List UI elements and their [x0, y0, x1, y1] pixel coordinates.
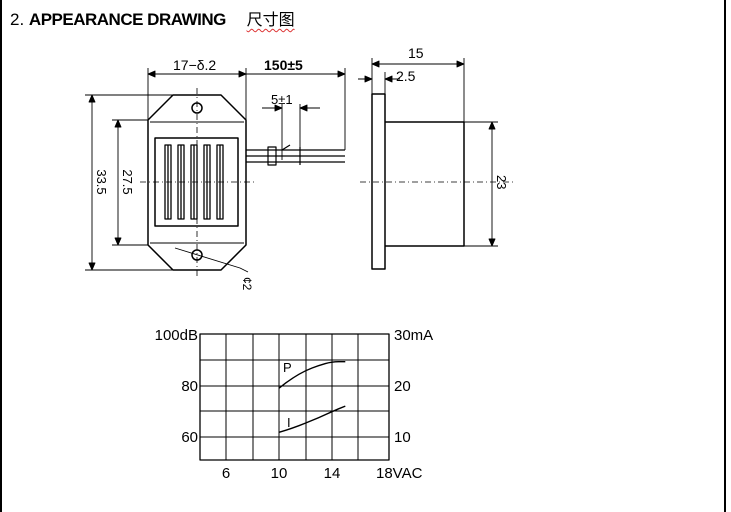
left-axis-tick-0: 100dB [155, 327, 198, 344]
dim-flange-label: 2.5 [396, 68, 416, 84]
right-axis-tick-0: 30mA [394, 327, 433, 344]
section-number: 2. [10, 10, 25, 29]
series-label-i: I [287, 415, 291, 430]
page-frame-left [0, 0, 2, 512]
dim-height-outer-label: 33.5 [94, 169, 109, 194]
dim-wire-length-label: 150±5 [264, 57, 303, 73]
lead-wires [246, 144, 345, 166]
dim-height-inner-label: 27.5 [120, 169, 135, 194]
side-dimension-lines [358, 58, 498, 247]
dim-body-height-label: 23 [494, 175, 509, 189]
chart-grid [199, 333, 390, 461]
front-dimension-lines [85, 68, 346, 273]
x-axis-tick-3: 18VAC [376, 465, 423, 482]
center-lines [140, 88, 255, 276]
section-title-chinese: 尺寸图 [246, 10, 295, 29]
dim-hole-label: ¢2 [240, 277, 254, 291]
buzzer-front-outline [147, 94, 247, 271]
x-axis-tick-2: 14 [324, 465, 341, 482]
buzzer-front-rim [150, 121, 244, 244]
side-flange [371, 93, 386, 270]
section-title: APPEARANCE DRAWING [28, 10, 226, 29]
side-view [358, 58, 515, 270]
series-line-p [278, 361, 346, 389]
right-axis-tick-1: 20 [394, 378, 411, 395]
series-label-p: P [283, 360, 292, 375]
series-line-i [278, 405, 346, 433]
left-axis-tick-2: 60 [181, 429, 198, 446]
dim-strip-length-label: 5±1 [271, 92, 293, 107]
front-view [85, 68, 346, 276]
side-body [385, 121, 465, 247]
x-axis-tick-0: 6 [222, 465, 230, 482]
x-axis-tick-1: 10 [271, 465, 288, 482]
left-axis-tick-1: 80 [181, 378, 198, 395]
dim-depth-label: 15 [408, 45, 424, 61]
dim-width-label: 17−δ.2 [173, 57, 216, 73]
right-axis-tick-2: 10 [394, 429, 411, 446]
page-frame-right [724, 0, 726, 512]
page-title: 2. APPEARANCE DRAWING 尺寸图 [10, 6, 295, 30]
